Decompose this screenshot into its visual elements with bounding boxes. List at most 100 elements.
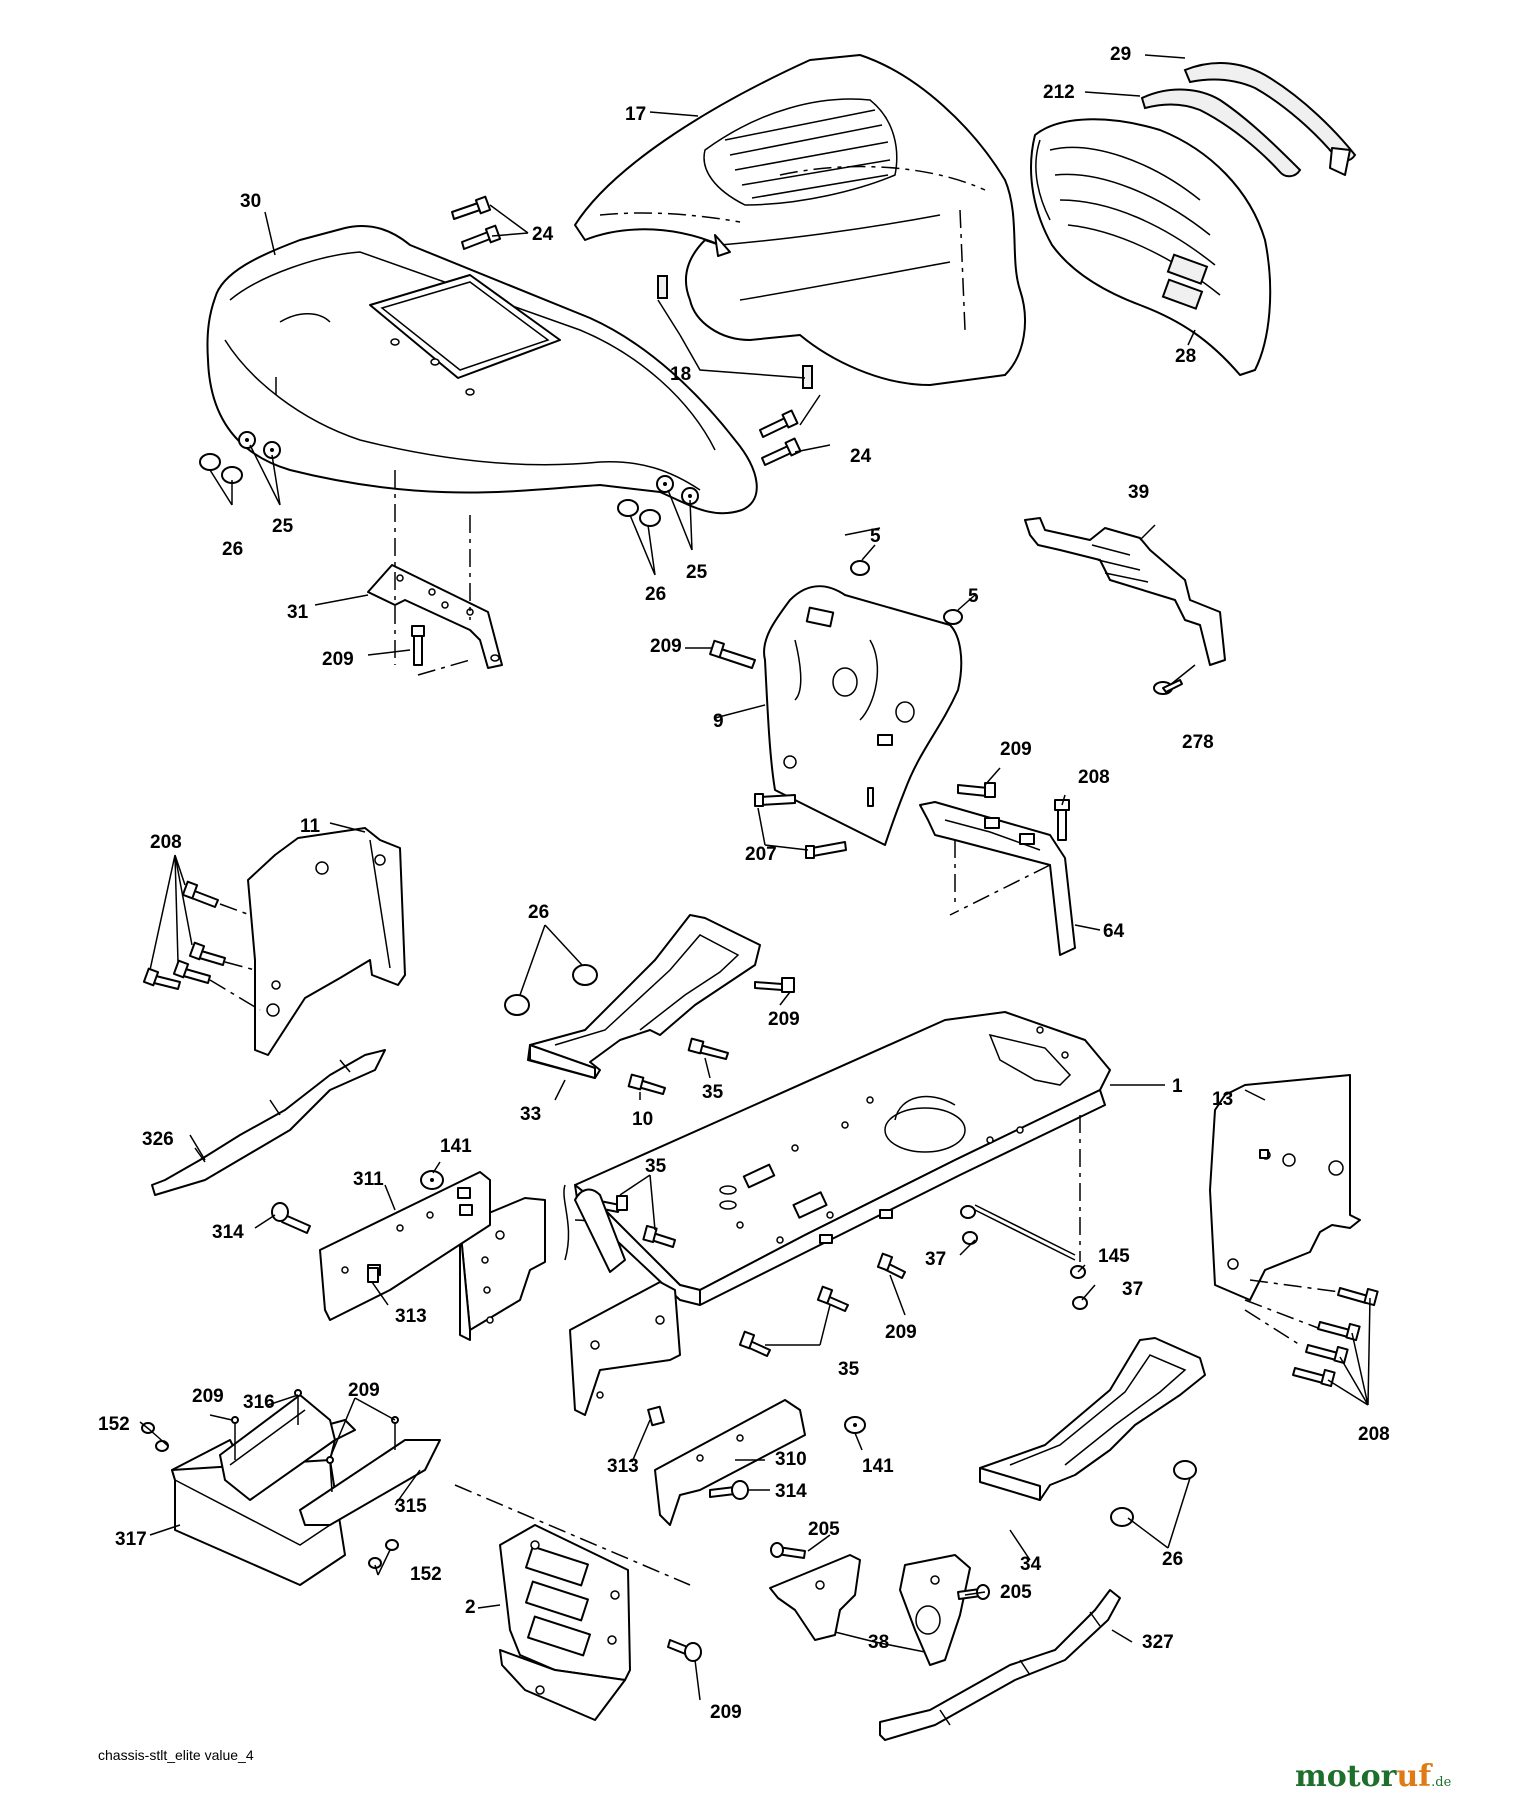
callout-145: 145 (1098, 1246, 1130, 1267)
callout-10: 10 (632, 1109, 653, 1130)
callout-29: 29 (1110, 44, 1131, 65)
callout-28: 28 (1175, 346, 1196, 367)
part-212-trim (1140, 88, 1302, 178)
callout-141: 141 (440, 1136, 472, 1157)
part-209-bolt-h (667, 1639, 702, 1662)
watermark-tld: .de (1431, 1775, 1451, 1790)
part-26-nuts-footrest (504, 964, 598, 1016)
callout-212: 212 (1043, 82, 1075, 103)
callout-35: 35 (645, 1156, 667, 1177)
part-315-cover (299, 1439, 441, 1526)
watermark-main: motor (1295, 1759, 1398, 1794)
part-29-trim (1183, 62, 1357, 176)
callout-209: 209 (768, 1009, 800, 1030)
part-327-strip (879, 1589, 1121, 1741)
callout-208: 208 (1078, 767, 1110, 788)
callout-24: 24 (532, 224, 554, 245)
part-33-footrest (527, 914, 761, 1079)
part-39-bracket (1024, 517, 1226, 666)
part-25-26-hardware-center (617, 475, 699, 527)
callout-9: 9 (713, 711, 724, 732)
part-24-bolts-top (451, 195, 502, 250)
part-208-bolts-right (1244, 1279, 1379, 1388)
part-13-side-panel (1209, 1074, 1361, 1301)
part-17-hood (574, 54, 1026, 386)
callout-35: 35 (702, 1082, 724, 1103)
callout-2: 2 (465, 1597, 476, 1618)
part-326-strip (151, 1049, 386, 1196)
part-11-side-panel (247, 827, 406, 1056)
callout-205: 205 (1000, 1582, 1032, 1603)
callout-152: 152 (410, 1564, 442, 1585)
callout-26: 26 (645, 584, 666, 605)
callout-209: 209 (650, 636, 682, 657)
part-28-grille (1030, 118, 1272, 376)
callout-209: 209 (322, 649, 354, 670)
callout-31: 31 (287, 602, 309, 623)
callout-314: 314 (212, 1222, 244, 1243)
callout-311: 311 (353, 1169, 384, 1190)
part-18-tabs (657, 275, 813, 389)
part-141-washer-a (420, 1170, 444, 1190)
callout-33: 33 (520, 1104, 541, 1125)
part-208-bolts-left (142, 880, 261, 1011)
callout-209: 209 (710, 1702, 742, 1723)
part-35-209-frame-bolts (592, 1195, 906, 1357)
callout-11: 11 (300, 816, 321, 837)
callout-152: 152 (98, 1414, 130, 1435)
callout-313: 313 (607, 1456, 639, 1477)
part-314-bolt-a (271, 1202, 311, 1234)
callout-314: 314 (775, 1481, 807, 1502)
callout-209: 209 (192, 1386, 224, 1407)
callout-24: 24 (850, 446, 872, 467)
part-314-bolt-b (709, 1480, 749, 1500)
part-209-bolt-c (957, 782, 996, 798)
callout-37: 37 (925, 1249, 946, 1270)
callout-5: 5 (968, 586, 979, 607)
callout-25: 25 (272, 516, 294, 537)
part-310-plate (654, 1399, 806, 1526)
callout-25: 25 (686, 562, 708, 583)
part-209-bolt-b (709, 639, 756, 669)
part-207-bolts (754, 793, 847, 859)
callout-labels: 29 212 17 30 24 18 28 24 25 26 25 26 5 5… (98, 44, 1390, 1723)
callout-1: 1 (1172, 1076, 1183, 1097)
callout-141: 141 (862, 1456, 894, 1477)
part-34-footrest (979, 1337, 1206, 1501)
part-24-bolts-right (759, 409, 802, 466)
part-1-frame (574, 1011, 1111, 1306)
callout-35: 35 (838, 1359, 860, 1380)
leader-lines (139, 54, 1371, 1701)
callout-278: 278 (1182, 732, 1214, 753)
part-209-bolt-a (411, 625, 471, 676)
callout-17: 17 (625, 104, 646, 125)
callout-313: 313 (395, 1306, 427, 1327)
part-208-bolt-a (1054, 799, 1070, 841)
callout-37: 37 (1122, 1279, 1143, 1300)
callout-327: 327 (1142, 1632, 1174, 1653)
callout-316: 316 (243, 1392, 275, 1413)
callout-315: 315 (395, 1496, 427, 1517)
part-278-screw (1153, 679, 1183, 695)
callout-208: 208 (150, 832, 182, 853)
part-38-brackets (769, 1554, 971, 1666)
callout-207: 207 (745, 844, 777, 865)
callout-205: 205 (808, 1519, 840, 1540)
part-35-10-bolts (627, 1037, 729, 1095)
part-5-grommets (850, 560, 963, 625)
part-209-bolt-d (754, 977, 795, 993)
callout-38: 38 (868, 1632, 889, 1653)
callout-209: 209 (885, 1322, 917, 1343)
callout-39: 39 (1128, 482, 1149, 503)
callout-5: 5 (870, 526, 881, 547)
part-313-clip (367, 1267, 665, 1427)
callout-326: 326 (142, 1129, 174, 1150)
callout-26: 26 (1162, 1549, 1183, 1570)
callout-30: 30 (240, 191, 261, 212)
diagram-file-name: chassis-stlt_elite value_4 (98, 1747, 254, 1763)
callout-26: 26 (222, 539, 243, 560)
callout-317: 317 (115, 1529, 147, 1550)
part-141-washer-b (844, 1416, 866, 1434)
motoruf-watermark: motoruf.de (1295, 1759, 1452, 1794)
